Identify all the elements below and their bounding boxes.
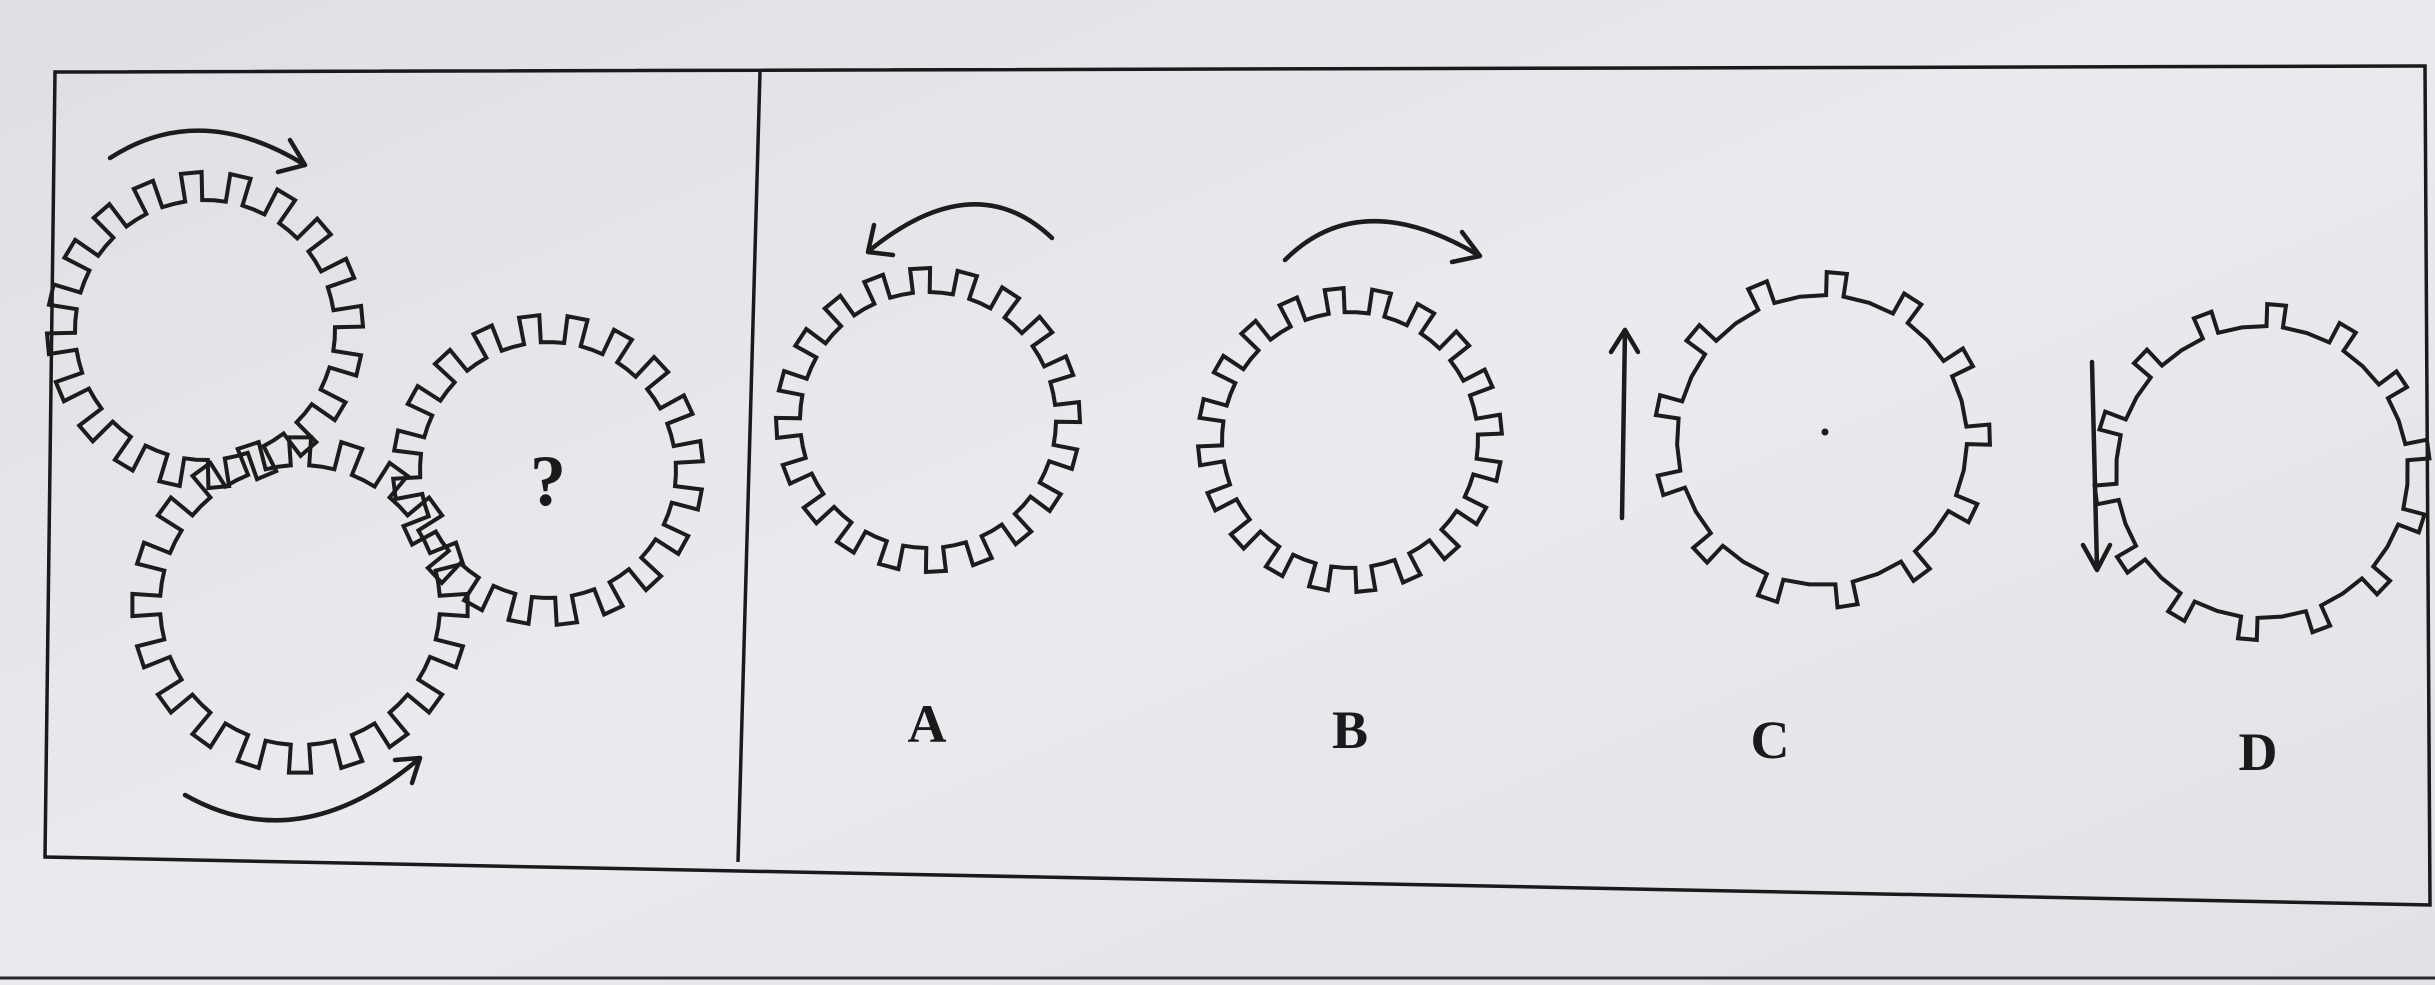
option-d[interactable]: D: [2080, 301, 2432, 782]
option-d-label: D: [2239, 722, 2278, 782]
gear-3-unknown: [390, 312, 706, 628]
option-c[interactable]: C: [1608, 269, 1992, 770]
outer-frame: [43, 64, 2432, 907]
option-a-arrow-counterclockwise: [865, 202, 1055, 258]
option-d-arrow-down: [2080, 359, 2113, 573]
option-a-gear: [773, 265, 1083, 575]
panel-divider: [736, 71, 762, 863]
option-c-gear: [1653, 269, 1992, 610]
arrow-top-clockwise: [107, 128, 308, 175]
option-c-center-dot: [1821, 428, 1829, 436]
gear-2: [130, 435, 470, 775]
option-a-label: A: [908, 694, 947, 754]
option-b[interactable]: B: [1195, 219, 1505, 760]
option-d-gear: [2092, 301, 2432, 643]
options-panel: A B C D: [773, 202, 2432, 782]
option-c-label: C: [1751, 710, 1790, 770]
arrow-bottom-counterclockwise: [182, 755, 423, 823]
option-b-gear: [1195, 285, 1505, 595]
question-panel: ?: [44, 128, 706, 823]
option-c-arrow-up: [1608, 327, 1641, 521]
option-b-label: B: [1332, 700, 1368, 760]
gear-1: [44, 169, 366, 491]
option-b-arrow-clockwise: [1282, 219, 1483, 265]
option-a[interactable]: A: [773, 202, 1083, 754]
unknown-rotation-mark: ?: [530, 441, 566, 521]
